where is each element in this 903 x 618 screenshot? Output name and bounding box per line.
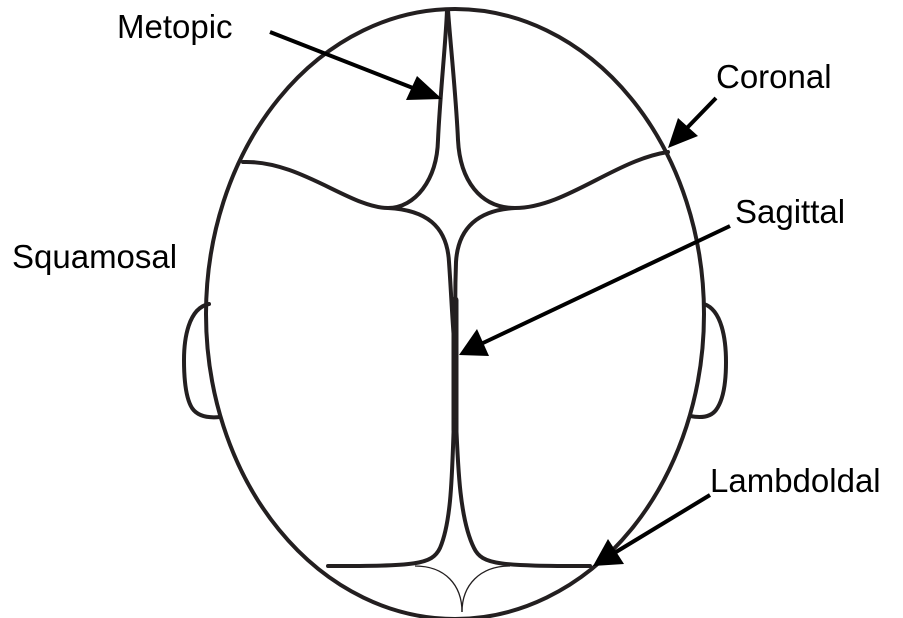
anterior-fontanelle-left <box>388 208 454 340</box>
lambdoidal-label: Lambdoldal <box>710 462 881 499</box>
coronal-label: Coronal <box>716 58 832 95</box>
squamosal-label: Squamosal <box>12 238 177 275</box>
anterior-fontanelle-right <box>455 208 515 340</box>
coronal-arrow <box>668 98 716 148</box>
posterior-fontanelle-right <box>462 566 510 612</box>
lambdoidal-arrow <box>593 495 710 566</box>
sagittal-label: Sagittal <box>735 193 845 230</box>
metopic-arrow <box>270 32 442 100</box>
metopic-label: Metopic <box>117 8 233 45</box>
posterior-fontanelle-left <box>415 566 462 612</box>
left-parietal-boundary <box>328 420 454 566</box>
metopic-suture-right <box>448 10 668 208</box>
right-parietal-boundary <box>456 420 590 566</box>
sagittal-arrow <box>459 226 730 356</box>
